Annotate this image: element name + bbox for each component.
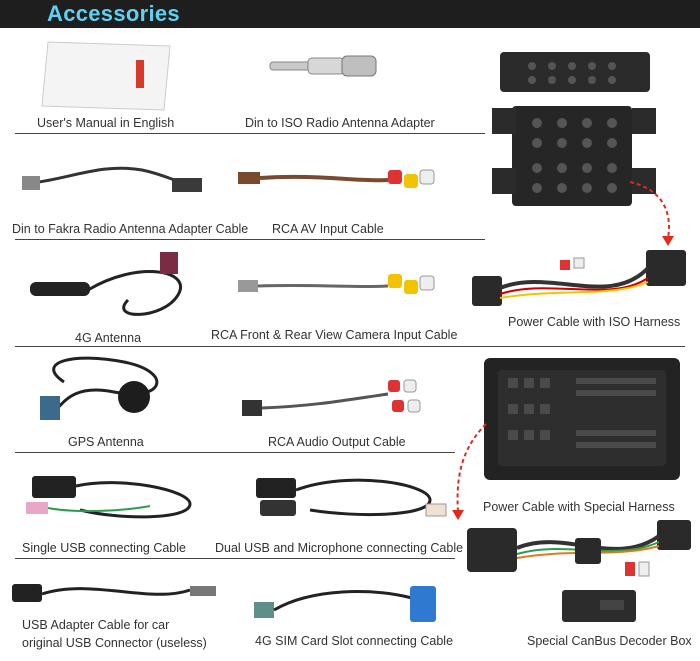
gps-antenna-image (40, 356, 159, 420)
iso-harness-image (472, 250, 686, 306)
label-usb-adapter-text: USB Adapter Cable for car original USB C… (22, 618, 207, 650)
label-iso-harness: Power Cable with ISO Harness (508, 315, 681, 329)
rca-camera-image (238, 274, 435, 294)
label-rca-camera: RCA Front & Rear View Camera Input Cable (211, 328, 458, 342)
special-connector-image (484, 358, 680, 480)
iso-connector-image (492, 52, 656, 206)
row-divider (15, 452, 455, 453)
label-single-usb: Single USB connecting Cable (22, 541, 186, 555)
manual-image (41, 41, 171, 111)
fakra-cable-image (22, 166, 202, 192)
label-4g-antenna: 4G Antenna (75, 331, 142, 345)
label-special-harness: Power Cable with Special Harness (483, 500, 675, 514)
row-divider (15, 239, 485, 240)
single-usb-image (26, 476, 192, 519)
header-bar: Accessories (0, 0, 700, 28)
rca-audio-image (242, 379, 421, 416)
rca-av-image (238, 169, 435, 188)
label-rca-av: RCA AV Input Cable (272, 222, 384, 236)
label-dual-usb: Dual USB and Microphone connecting Cable (215, 541, 464, 555)
sim-card-slot-image (254, 586, 436, 622)
arrow-connector-to-harness (452, 423, 487, 520)
label-rca-audio: RCA Audio Output Cable (268, 435, 406, 449)
label-sim-card-slot: 4G SIM Card Slot connecting Cable (255, 634, 454, 648)
label-din-iso-adapter: Din to ISO Radio Antenna Adapter (245, 116, 435, 130)
dual-usb-image (256, 478, 447, 517)
row-divider (15, 133, 485, 134)
canbus-decoder-image (562, 590, 636, 622)
special-harness-image (467, 520, 691, 577)
label-fakra-cable: Din to Fakra Radio Antenna Adapter Cable (12, 222, 249, 236)
label-canbus-decoder: Special CanBus Decoder Box (527, 634, 692, 648)
page-title: Accessories (47, 1, 180, 26)
row-divider (15, 558, 455, 559)
row-divider (15, 346, 685, 347)
usb-adapter-image (12, 584, 216, 602)
4g-antenna-image (30, 252, 182, 316)
antenna-adapter-image (269, 55, 377, 77)
label-usb-adapter: USB Adapter Cable for car original USB C… (22, 616, 207, 652)
arrow-iso-to-harness (629, 181, 674, 246)
label-gps-antenna: GPS Antenna (68, 435, 144, 449)
label-users-manual: User's Manual in English (37, 116, 175, 130)
